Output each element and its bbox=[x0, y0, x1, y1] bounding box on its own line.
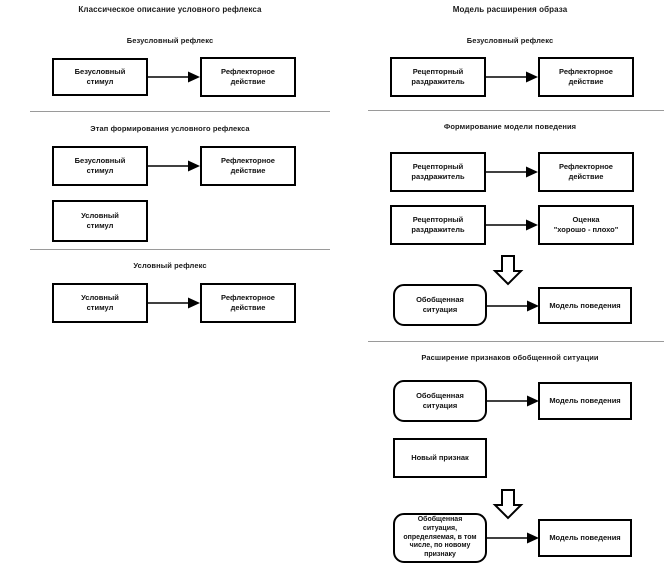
node-obobshchennaya-situaciya-1: Обобщенная ситуация bbox=[393, 284, 487, 326]
node-model-povedeniya-3: Модель поведения bbox=[538, 519, 632, 557]
node-reflektornoe-deystvie-1: Рефлекторное действие bbox=[200, 57, 296, 97]
arrow-right-4 bbox=[487, 300, 539, 312]
node-reflektornoe-deystvie-4: Рефлекторное действие bbox=[538, 57, 634, 97]
right-section-1-title: Безусловный рефлекс bbox=[466, 36, 554, 45]
right-divider-1 bbox=[368, 110, 664, 111]
node-novyy-priznak: Новый признак bbox=[393, 438, 487, 478]
node-model-povedeniya-2: Модель поведения bbox=[538, 382, 632, 420]
left-section-3-title: Условный рефлекс bbox=[133, 261, 207, 270]
node-uslovnyy-stimul-2: Условный стимул bbox=[52, 283, 148, 323]
right-section-2-title: Формирование модели поведения bbox=[443, 122, 577, 131]
right-divider-2 bbox=[368, 341, 664, 342]
left-divider-1 bbox=[30, 111, 330, 112]
arrow-right-3 bbox=[486, 219, 538, 231]
right-column-title: Модель расширения образа bbox=[452, 5, 568, 14]
node-receptornyy-razdrazhitel-1: Рецепторный раздражитель bbox=[390, 57, 486, 97]
node-reflektornoe-deystvie-3: Рефлекторное действие bbox=[200, 283, 296, 323]
node-obobshchennaya-situaciya-2: Обобщенная ситуация bbox=[393, 380, 487, 422]
node-reflektornoe-deystvie-2: Рефлекторное действие bbox=[200, 146, 296, 186]
left-column-title: Классическое описание условного рефлекса bbox=[78, 5, 262, 14]
arrow-left-1 bbox=[148, 71, 200, 83]
node-bezuslovnyy-stimul-2: Безусловный стимул bbox=[52, 146, 148, 186]
node-receptornyy-razdrazhitel-2: Рецепторный раздражитель bbox=[390, 152, 486, 192]
left-section-1-title: Безусловный рефлекс bbox=[126, 36, 214, 45]
block-arrow-down-1 bbox=[492, 255, 524, 286]
node-obobshchennaya-situaciya-rasshirennaya: Обобщенная ситуация, определяемая, в том… bbox=[393, 513, 487, 563]
node-receptornyy-razdrazhitel-3: Рецепторный раздражитель bbox=[390, 205, 486, 245]
right-section-3-title: Расширение признаков обобщенной ситуации bbox=[421, 353, 599, 362]
arrow-left-3 bbox=[148, 297, 200, 309]
arrow-right-1 bbox=[486, 71, 538, 83]
left-divider-2 bbox=[30, 249, 330, 250]
node-model-povedeniya-1: Модель поведения bbox=[538, 287, 632, 324]
left-section-2-title: Этап формирования условного рефлекса bbox=[90, 124, 250, 133]
arrow-left-2 bbox=[148, 160, 200, 172]
node-ocenka-horosho-ploho: Оценка "хорошо - плохо" bbox=[538, 205, 634, 245]
block-arrow-down-2 bbox=[492, 489, 524, 520]
arrow-right-5 bbox=[487, 395, 539, 407]
node-uslovnyy-stimul-1: Условный стимул bbox=[52, 200, 148, 242]
node-bezuslovnyy-stimul-1: Безусловный стимул bbox=[52, 58, 148, 96]
node-reflektornoe-deystvie-5: Рефлекторное действие bbox=[538, 152, 634, 192]
arrow-right-2 bbox=[486, 166, 538, 178]
arrow-right-6 bbox=[487, 532, 539, 544]
